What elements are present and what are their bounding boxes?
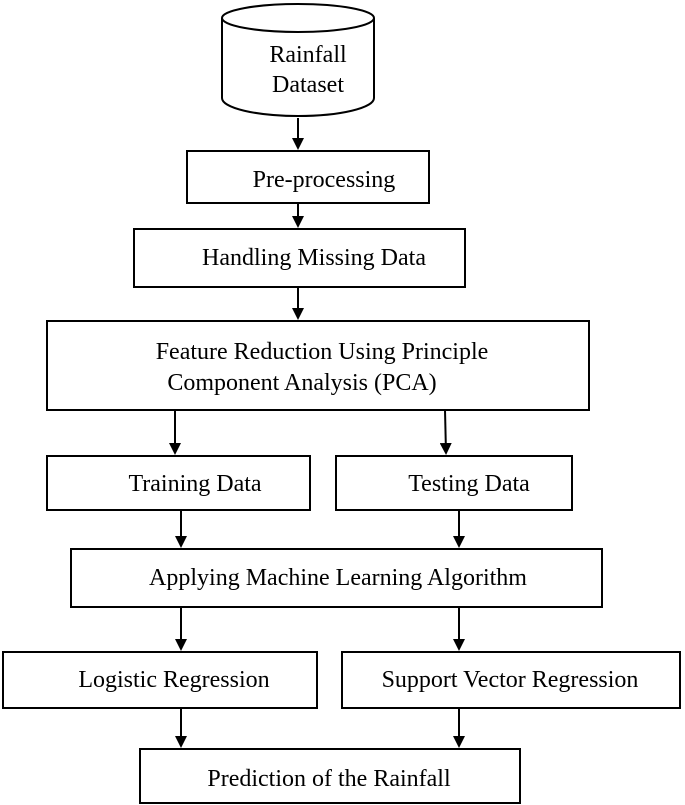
prediction-of-rainfall-box: Prediction of the Rainfall xyxy=(139,748,521,804)
training-data-box: Training Data xyxy=(46,455,311,511)
applying-ml-algorithm-label: Applying Machine Learning Algorithm xyxy=(149,565,527,591)
connector-arrows xyxy=(169,118,465,748)
arrow-pca-to-testing xyxy=(439,409,452,455)
applying-ml-algorithm-box: Applying Machine Learning Algorithm xyxy=(70,548,603,608)
logistic-regression-label: Logistic Regression xyxy=(78,667,269,693)
support-vector-regression-box: Support Vector Regression xyxy=(341,651,681,709)
feature-reduction-label-line-1: Feature Reduction Using Principle xyxy=(156,339,489,365)
feature-reduction-pca-box: Feature Reduction Using Principle Compon… xyxy=(46,320,590,411)
prediction-of-rainfall-label: Prediction of the Rainfall xyxy=(207,766,451,792)
feature-reduction-label-line-2: Component Analysis (PCA) xyxy=(167,370,436,396)
rainfall-dataset-label-line-1: Rainfall xyxy=(269,42,347,68)
preprocessing-label: Pre-processing xyxy=(253,167,396,193)
handling-missing-data-label: Handling Missing Data xyxy=(202,245,426,271)
testing-data-box: Testing Data xyxy=(335,455,573,511)
rainfall-dataset-cylinder: Rainfall Dataset xyxy=(221,3,375,117)
logistic-regression-box: Logistic Regression xyxy=(2,651,318,709)
training-data-label: Training Data xyxy=(128,471,261,497)
support-vector-regression-label: Support Vector Regression xyxy=(382,667,639,693)
testing-data-label: Testing Data xyxy=(408,471,530,497)
rainfall-dataset-label-line-2: Dataset xyxy=(272,72,344,98)
handling-missing-data-box: Handling Missing Data xyxy=(133,228,466,288)
preprocessing-box: Pre-processing xyxy=(186,150,430,204)
